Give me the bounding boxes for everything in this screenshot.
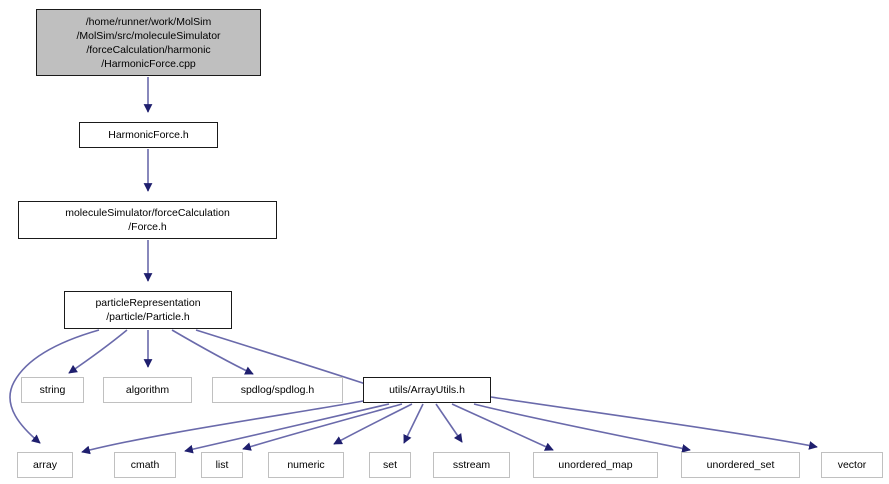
graph-node-label: string xyxy=(39,384,66,396)
graph-node-label: utils/ArrayUtils.h xyxy=(389,384,465,396)
graph-node-label: set xyxy=(382,459,397,471)
graph-node-label: spdlog/spdlog.h xyxy=(240,384,315,396)
graph-node-label: array xyxy=(33,459,57,471)
graph-edge xyxy=(68,329,128,374)
graph-node-label: list xyxy=(215,459,229,471)
graph-edge xyxy=(184,403,390,454)
graph-node-set[interactable]: set xyxy=(369,452,411,478)
graph-node-spdlog[interactable]: spdlog/spdlog.h xyxy=(212,377,343,403)
graph-node-unordered_map[interactable]: unordered_map xyxy=(533,452,658,478)
graph-edge xyxy=(333,403,413,445)
graph-node-array[interactable]: array xyxy=(17,452,73,478)
graph-edge xyxy=(490,396,818,450)
graph-node-label: numeric xyxy=(287,459,325,471)
graph-node-string[interactable]: string xyxy=(21,377,84,403)
graph-node-vector[interactable]: vector xyxy=(821,452,883,478)
graph-node-harmonicforce-h[interactable]: HarmonicForce.h xyxy=(79,122,218,148)
graph-node-label: moleculeSimulator/forceCalculation /Forc… xyxy=(65,207,230,233)
graph-edge xyxy=(403,403,424,444)
graph-node-label: HarmonicForce.h xyxy=(108,129,189,141)
graph-node-particle-h[interactable]: particleRepresentation /particle/Particl… xyxy=(64,291,232,329)
graph-node-sstream[interactable]: sstream xyxy=(433,452,510,478)
graph-node-list[interactable]: list xyxy=(201,452,243,478)
graph-node-label: particleRepresentation /particle/Particl… xyxy=(95,297,201,323)
graph-node-numeric[interactable]: numeric xyxy=(268,452,344,478)
graph-node-label: algorithm xyxy=(125,384,170,396)
graph-edge xyxy=(242,403,403,451)
graph-node-unordered_set[interactable]: unordered_set xyxy=(681,452,800,478)
graph-edge xyxy=(171,329,254,375)
graph-edge xyxy=(473,403,691,453)
graph-node-label: cmath xyxy=(130,459,160,471)
graph-node-label: vector xyxy=(837,459,867,471)
graph-node-force-h[interactable]: moleculeSimulator/forceCalculation /Forc… xyxy=(18,201,277,239)
graph-node-label: sstream xyxy=(452,459,491,471)
graph-edge xyxy=(451,403,554,451)
graph-node-cmath[interactable]: cmath xyxy=(114,452,176,478)
graph-node-label: unordered_map xyxy=(558,459,633,471)
graph-edge xyxy=(435,403,463,443)
graph-node-root: /home/runner/work/MolSim /MolSim/src/mol… xyxy=(36,9,261,76)
graph-node-arrayutils[interactable]: utils/ArrayUtils.h xyxy=(363,377,491,403)
graph-node-label: /home/runner/work/MolSim /MolSim/src/mol… xyxy=(76,15,221,70)
graph-node-algorithm[interactable]: algorithm xyxy=(103,377,192,403)
graph-node-label: unordered_set xyxy=(706,459,775,471)
graph-edge xyxy=(81,400,364,455)
